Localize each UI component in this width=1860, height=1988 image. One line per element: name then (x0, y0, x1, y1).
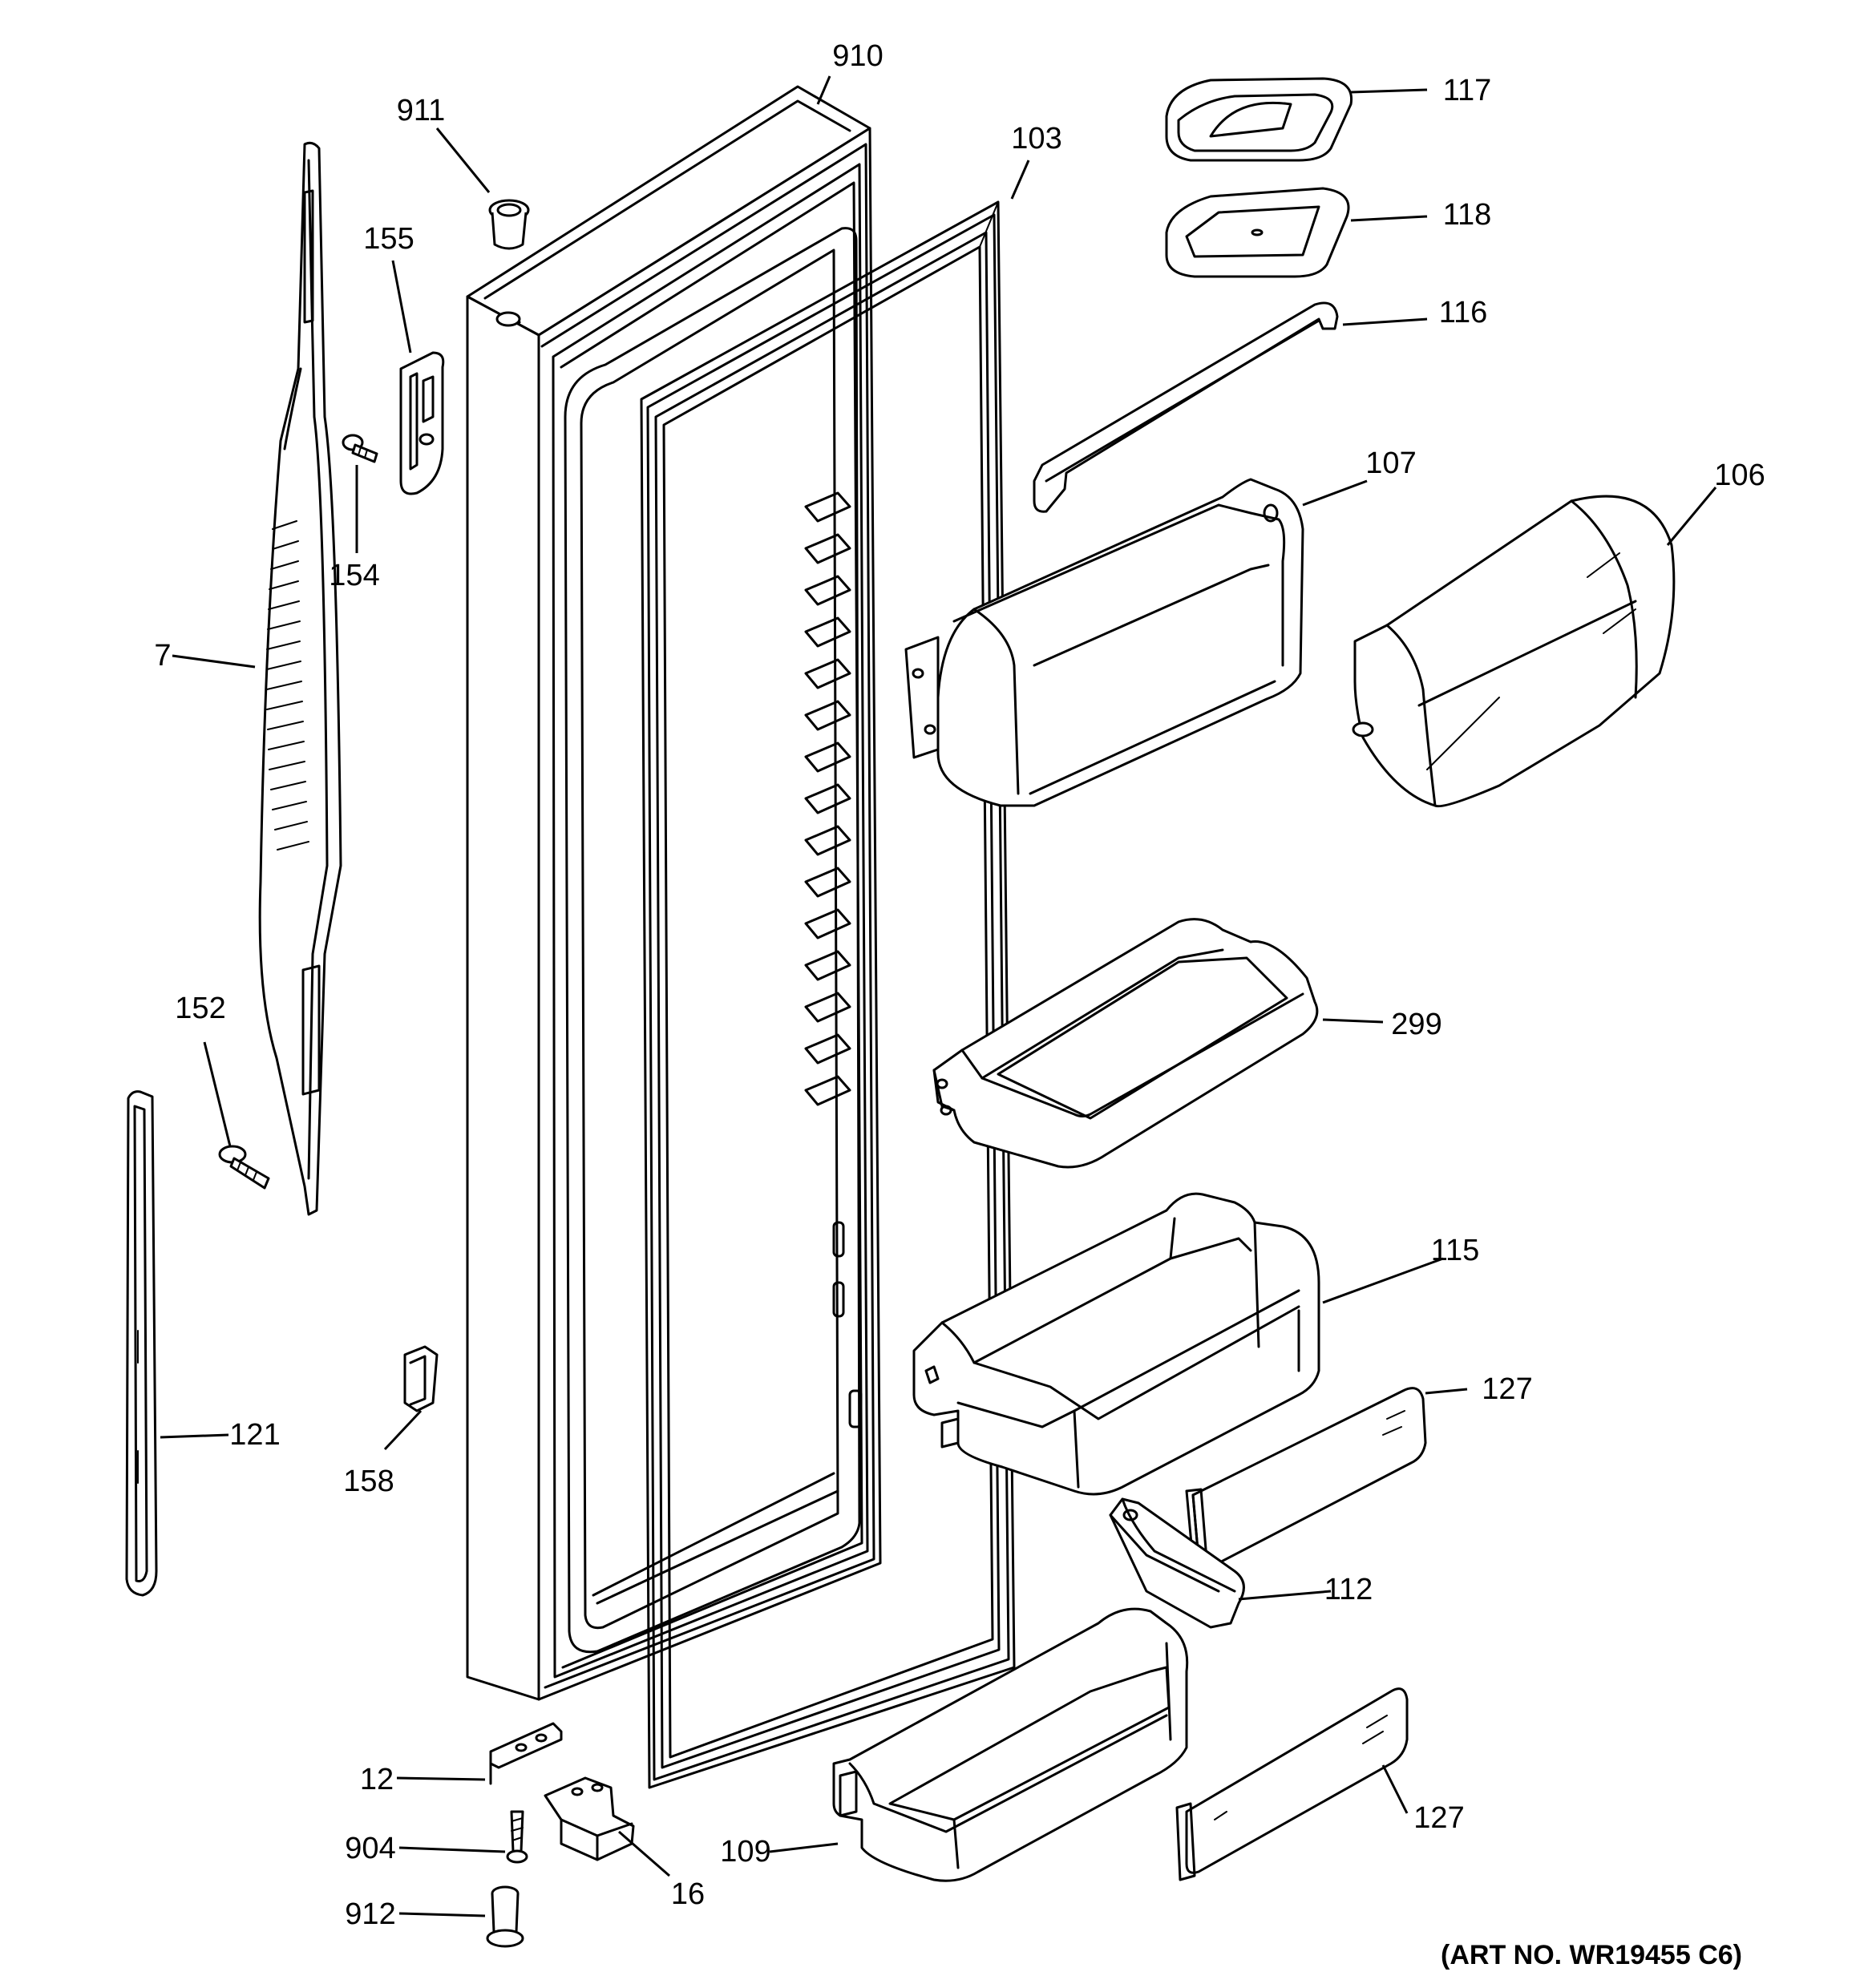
label-16: 16 (671, 1877, 705, 1911)
bin-109 (832, 1607, 1189, 1882)
label-152: 152 (175, 992, 225, 1025)
door-handle-7 (258, 141, 342, 1216)
screw-904 (506, 1810, 528, 1864)
rail-116 (1033, 301, 1339, 513)
label-12: 12 (360, 1763, 394, 1796)
part-labels: 910 911 155 154 7 152 121 158 12 904 912… (154, 39, 1765, 1931)
label-911: 911 (397, 94, 446, 127)
label-155: 155 (363, 222, 414, 256)
door-shelf-tabs (804, 491, 863, 1428)
label-107: 107 (1365, 446, 1416, 480)
screw-152 (218, 1145, 270, 1190)
screw-154 (342, 434, 378, 463)
label-121: 121 (229, 1418, 280, 1452)
shelf-299 (932, 918, 1319, 1169)
hinge-bracket-155 (399, 351, 445, 495)
label-158: 158 (343, 1465, 394, 1498)
pin-912 (486, 1885, 524, 1948)
label-112: 112 (1324, 1573, 1373, 1606)
door-outer-910 (466, 85, 882, 1701)
door-gasket-103 (640, 200, 1016, 1789)
bin-107 (904, 478, 1304, 807)
bracket-112 (1109, 1497, 1245, 1629)
label-118: 118 (1443, 198, 1492, 232)
art-number: (ART NO. WR19455 C6) (1441, 1940, 1742, 1970)
bin-cover-127-lower (1175, 1687, 1409, 1881)
label-117: 117 (1443, 74, 1492, 107)
cap-911 (488, 199, 530, 250)
label-7: 7 (154, 639, 171, 673)
leader-lines (160, 75, 1717, 1917)
cover-117 (1165, 77, 1353, 162)
trim-121 (125, 1090, 158, 1597)
label-299: 299 (1391, 1008, 1442, 1041)
label-904: 904 (345, 1832, 395, 1865)
bin-115 (912, 1192, 1320, 1496)
hinge-16 (544, 1776, 635, 1861)
label-116: 116 (1439, 296, 1488, 329)
label-115: 115 (1431, 1234, 1480, 1267)
hinge-12 (489, 1722, 563, 1785)
label-127-lower: 127 (1413, 1801, 1464, 1835)
spacer-158 (403, 1345, 439, 1412)
label-109: 109 (720, 1835, 770, 1869)
bin-cover-106 (1352, 495, 1676, 808)
label-103: 103 (1011, 122, 1061, 156)
label-912: 912 (345, 1897, 395, 1931)
label-106: 106 (1714, 459, 1765, 492)
label-910: 910 (832, 39, 883, 73)
label-154: 154 (329, 559, 379, 592)
tray-118 (1165, 187, 1350, 278)
label-127-upper: 127 (1482, 1372, 1532, 1406)
